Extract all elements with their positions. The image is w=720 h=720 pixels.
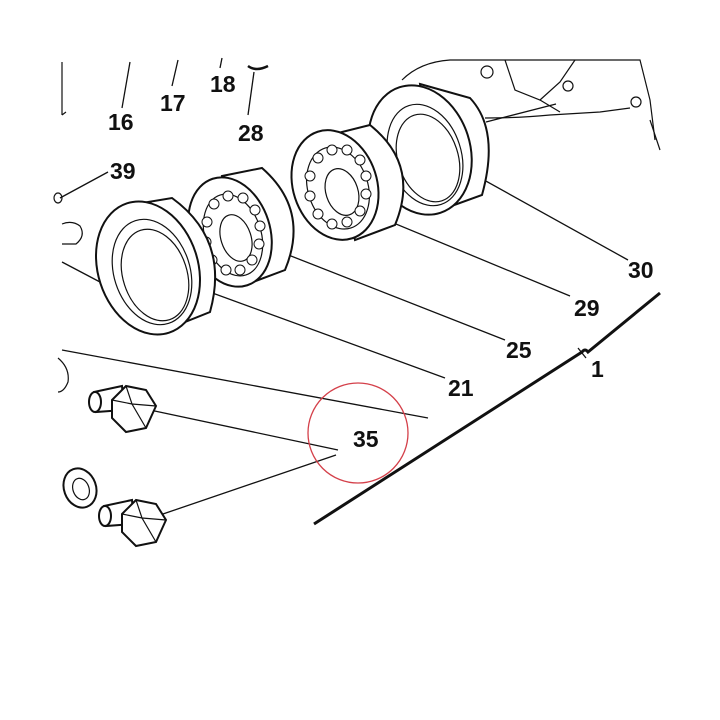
part-28-ring: [247, 64, 269, 71]
callout-21: 21: [448, 375, 474, 401]
shaft-fragment: [61, 221, 83, 245]
part-39-pin: [53, 192, 63, 204]
leader-18: [219, 57, 223, 69]
leader-35-bolt-a: [149, 409, 339, 451]
callout-18: 18: [210, 71, 236, 97]
part-35-upper-bolt: [57, 357, 158, 434]
callout-39: 39: [110, 158, 136, 184]
part-21-bearing-cup: [95, 196, 217, 336]
callout-25: 25: [506, 337, 532, 363]
part-29-roller-bearing: [290, 123, 405, 242]
axis-left: [61, 261, 101, 283]
leader-16: [121, 61, 131, 109]
callout-1: 1: [591, 356, 604, 382]
highlight-circle: [307, 382, 409, 484]
leader-35-ring: [61, 349, 429, 419]
leader-35-bolt-b: [159, 454, 337, 516]
leader-28: [247, 71, 255, 116]
housing-base-line: [313, 291, 661, 526]
callout-30: 30: [628, 257, 654, 283]
leader-39: [59, 171, 109, 199]
part-35-lower-bolt: [62, 467, 168, 548]
housing-outline: [61, 59, 661, 151]
leader-17: [171, 59, 179, 87]
callout-17: 17: [160, 90, 186, 116]
axis-line: [485, 103, 557, 123]
callout-35: 35: [353, 426, 379, 452]
callout-29: 29: [574, 295, 600, 321]
callout-16: 16: [108, 109, 134, 135]
callout-28: 28: [238, 120, 264, 146]
base-line-notch: [577, 347, 587, 359]
